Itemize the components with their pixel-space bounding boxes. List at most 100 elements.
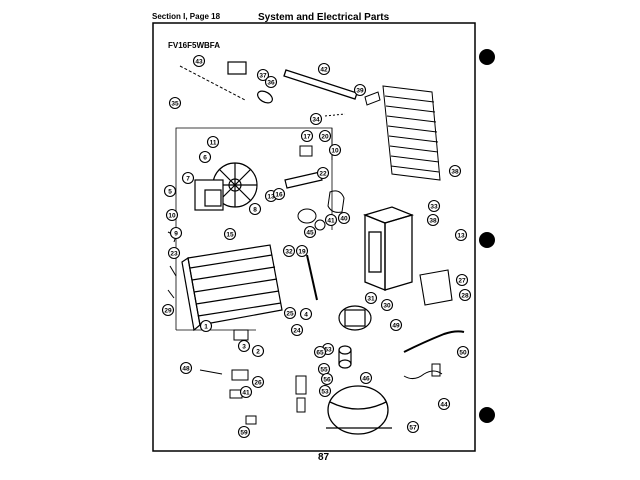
callout: 3 bbox=[237, 339, 251, 353]
callout-label: 15 bbox=[226, 231, 234, 238]
callout-label: 20 bbox=[321, 133, 329, 140]
callout-label: 29 bbox=[164, 307, 172, 314]
power-cord bbox=[403, 330, 465, 353]
binder-hole-bottom bbox=[479, 407, 495, 423]
callout: 65 bbox=[313, 345, 327, 359]
callout-label: 13 bbox=[457, 232, 465, 239]
refrigerant-pipe bbox=[306, 254, 318, 301]
callout-label: 36 bbox=[267, 79, 275, 86]
callout-label: 27 bbox=[458, 277, 466, 284]
binder-hole-middle bbox=[479, 232, 495, 248]
callout: 41 bbox=[324, 213, 338, 227]
callout: 19 bbox=[295, 244, 309, 258]
callout: 23 bbox=[167, 246, 181, 260]
callout: 49 bbox=[389, 318, 403, 332]
callout-label: 53 bbox=[324, 346, 332, 353]
callout-label: 2 bbox=[256, 348, 260, 355]
support-rail bbox=[283, 69, 358, 100]
callout-label: 55 bbox=[320, 366, 328, 373]
callout: 43 bbox=[192, 54, 206, 68]
callout: 5 bbox=[163, 184, 177, 198]
binder-hole-top bbox=[479, 49, 495, 65]
callout: 17 bbox=[300, 129, 314, 143]
relay-bracket bbox=[419, 269, 453, 306]
valve-assembly bbox=[338, 305, 372, 331]
callout-label: 50 bbox=[459, 349, 467, 356]
callout-label: 25 bbox=[286, 310, 294, 317]
callout-label: 34 bbox=[312, 116, 320, 123]
callout-label: 45 bbox=[306, 229, 314, 236]
callout-label: 35 bbox=[171, 100, 179, 107]
callout: 32 bbox=[282, 244, 296, 258]
callout-label: 8 bbox=[253, 206, 257, 213]
callout-label: 32 bbox=[285, 248, 293, 255]
callout-label: 38 bbox=[429, 217, 437, 224]
callout-label: 6 bbox=[203, 154, 207, 161]
callout: 27 bbox=[455, 273, 469, 287]
callout: 38 bbox=[448, 164, 462, 178]
callout: 41 bbox=[239, 385, 253, 399]
callout-label: 26 bbox=[254, 379, 262, 386]
callout: 8 bbox=[248, 202, 262, 216]
callout: 22 bbox=[316, 166, 330, 180]
evaporator-coil bbox=[181, 244, 283, 332]
callout-label: 65 bbox=[316, 349, 324, 356]
callout-label: 19 bbox=[298, 248, 306, 255]
callout-label: 44 bbox=[440, 401, 448, 408]
callout: 59 bbox=[237, 425, 251, 439]
callout-label: 5 bbox=[168, 188, 172, 195]
callout-label: 41 bbox=[242, 389, 250, 396]
callout: 57 bbox=[406, 420, 420, 434]
callout: 6 bbox=[198, 150, 212, 164]
callout-label: 7 bbox=[186, 175, 190, 182]
callout-label: 22 bbox=[319, 170, 327, 177]
callout: 26 bbox=[251, 375, 265, 389]
callout: 36 bbox=[264, 75, 278, 89]
callout: 16 bbox=[272, 187, 286, 201]
callout-label: 3 bbox=[242, 343, 246, 350]
page-frame bbox=[152, 22, 476, 452]
cabinet-box bbox=[363, 206, 414, 291]
fan-motor bbox=[194, 162, 258, 211]
callout-label: 4 bbox=[304, 311, 308, 318]
callout-label: 40 bbox=[340, 215, 348, 222]
callout: 25 bbox=[283, 306, 297, 320]
callout: 13 bbox=[454, 228, 468, 242]
callout: 53 bbox=[318, 384, 332, 398]
callout: 44 bbox=[437, 397, 451, 411]
callout: 28 bbox=[458, 288, 472, 302]
callout: 31 bbox=[364, 291, 378, 305]
page-number: 87 bbox=[318, 452, 330, 463]
callout-label: 42 bbox=[320, 66, 328, 73]
callout-label: 11 bbox=[210, 139, 217, 146]
callout: 39 bbox=[353, 83, 367, 97]
condenser-coil bbox=[382, 85, 441, 181]
callout: 30 bbox=[380, 298, 394, 312]
mount-clip bbox=[299, 145, 313, 157]
callout: 34 bbox=[309, 112, 323, 126]
callout: 40 bbox=[337, 211, 351, 225]
callout-group: 43 37 35 42 39 36 34 38 11 17 20 6 10 7 … bbox=[161, 54, 472, 439]
compressor bbox=[326, 385, 392, 435]
callout-label: 17 bbox=[303, 133, 311, 140]
callout: 20 bbox=[318, 129, 332, 143]
callout-label: 10 bbox=[168, 212, 176, 219]
callout: 35 bbox=[168, 96, 182, 110]
callout: 10 bbox=[328, 143, 342, 157]
callout: 7 bbox=[181, 171, 195, 185]
callout-label: 38 bbox=[451, 168, 459, 175]
callout: 1 bbox=[199, 319, 213, 333]
page-title: System and Electrical Parts bbox=[258, 12, 390, 23]
callout-label: 1 bbox=[204, 323, 208, 330]
top-bracket bbox=[227, 61, 273, 104]
callout-label: 28 bbox=[461, 292, 469, 299]
callout-label: 57 bbox=[409, 424, 417, 431]
callout: 42 bbox=[317, 62, 331, 76]
callout-label: 53 bbox=[321, 388, 329, 395]
capacitor bbox=[338, 345, 352, 369]
small-parts bbox=[167, 231, 307, 425]
callout: 48 bbox=[179, 361, 193, 375]
section-label: Section I, Page 18 bbox=[152, 12, 221, 21]
